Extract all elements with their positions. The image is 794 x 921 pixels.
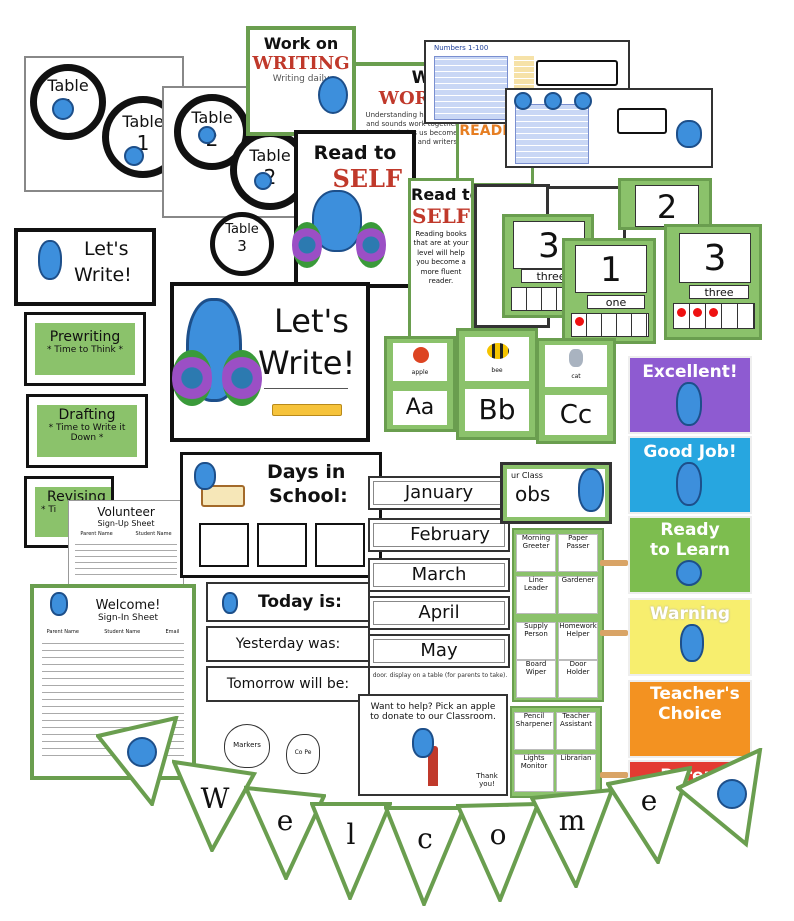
peacock-mascot-icon <box>52 98 74 120</box>
apple-icon <box>413 347 429 363</box>
pencil-icon <box>272 404 342 416</box>
process-card-prewriting: Prewriting * Time to Think * <box>24 312 146 386</box>
banner-pennant-end <box>676 748 766 848</box>
ten-frame <box>673 303 755 329</box>
alphabet-card-c: cat Cc <box>536 338 616 444</box>
banner-pennant: W <box>172 756 258 852</box>
job-card: Teacher Assistant <box>556 712 596 750</box>
number-card-1: 1 one <box>562 238 656 344</box>
bee-icon <box>487 343 509 359</box>
banner-pennant: o <box>456 802 540 902</box>
job-card: Gardener <box>558 576 598 614</box>
peacock-mascot-icon <box>574 92 592 110</box>
peacock-mascot-icon <box>676 382 702 426</box>
month-card: April <box>368 596 510 630</box>
banner-pennant: m <box>530 788 614 888</box>
job-card: Pencil Sharpener <box>514 712 554 750</box>
peacock-mascot-icon <box>514 92 532 110</box>
tomorrow-card: Tomorrow will be: <box>206 666 370 702</box>
digit-box <box>315 523 365 567</box>
clothespin-icon <box>600 630 628 636</box>
job-card: Morning Greeter <box>516 534 556 572</box>
sheet-lines <box>75 539 177 575</box>
banner-pennant-start <box>96 716 180 806</box>
peacock-mascot-icon <box>578 468 604 512</box>
counter-dot <box>575 317 584 326</box>
peacock-feathers-icon <box>172 350 212 406</box>
process-card-drafting: Drafting * Time to Write it Down * <box>26 394 148 468</box>
cat-icon <box>569 349 583 367</box>
banner-pennant: e <box>606 766 692 864</box>
clothespin-icon <box>600 772 628 778</box>
peacock-mascot-icon <box>318 76 348 114</box>
peacock-mascot-icon <box>50 592 68 616</box>
clothespin-icon <box>600 560 628 566</box>
peacock-feathers-icon <box>222 350 262 406</box>
banner-pennant: e <box>244 784 326 880</box>
numbers-grid <box>515 104 589 164</box>
counter-dot <box>709 308 718 317</box>
peacock-mascot-icon <box>676 462 702 506</box>
counter-dot <box>677 308 686 317</box>
table-circle: Table 1 <box>30 64 106 140</box>
name-box <box>536 60 618 86</box>
peacock-mascot-icon <box>38 240 62 280</box>
table-card-1: Table 1 Table 1 <box>24 56 184 192</box>
peacock-mascot-icon <box>124 146 144 166</box>
job-card: Board Wiper <box>516 660 556 698</box>
banner-pennant: l <box>310 800 392 900</box>
book-icon <box>201 485 245 507</box>
number-card-2: 2 <box>618 178 712 230</box>
peacock-mascot-icon <box>222 592 238 614</box>
job-card: Homework Helper <box>558 622 598 660</box>
peacock-mascot-icon <box>254 172 272 190</box>
job-card: Supply Person <box>516 622 556 660</box>
digit-box <box>257 523 307 567</box>
peacock-mascot-icon <box>544 92 562 110</box>
job-card: Librarian <box>556 754 596 792</box>
lets-write-small-card: Let's Write! <box>14 228 156 306</box>
name-box <box>617 108 667 134</box>
month-card: February <box>368 518 510 552</box>
table-circle-3: Table 3 <box>210 212 274 276</box>
peacock-mascot-icon <box>412 728 434 758</box>
banner-pennant: c <box>384 806 466 906</box>
peacock-mascot-icon <box>680 624 704 662</box>
peacock-mascot-icon <box>198 126 216 144</box>
peacock-mascot-icon <box>676 560 702 586</box>
job-card: Line Leader <box>516 576 556 614</box>
numbers-grid <box>434 56 508 120</box>
alphabet-card-a: apple Aa <box>384 336 456 432</box>
behavior-teachers-choice: Teacher's Choice <box>628 680 752 758</box>
apple-tag-2: Co Pe <box>286 734 320 774</box>
peacock-mascot-icon <box>676 120 702 148</box>
peacock-feathers-icon <box>292 222 322 268</box>
peacock-feathers-icon <box>356 222 386 268</box>
month-card: March <box>368 558 510 592</box>
counter-dot <box>693 308 702 317</box>
read-to-self-card-2: Read to SELF Reading books that are at y… <box>408 178 474 340</box>
job-card: Paper Passer <box>558 534 598 572</box>
month-card: January <box>368 476 510 510</box>
underline <box>264 388 348 389</box>
crayon-icon <box>428 746 438 786</box>
job-card: Door Holder <box>558 660 598 698</box>
peacock-mascot-icon <box>194 462 216 490</box>
alphabet-card-b: bee Bb <box>456 328 538 440</box>
month-card: May <box>368 634 510 668</box>
apple-tag-markers: Markers <box>224 724 270 768</box>
job-card: Lights Monitor <box>514 754 554 792</box>
digit-box <box>199 523 249 567</box>
ten-frame <box>571 313 649 337</box>
number-card-3: 3 three <box>664 224 762 340</box>
yesterday-card: Yesterday was: <box>206 626 370 662</box>
behavior-warning: Warning <box>628 598 752 676</box>
